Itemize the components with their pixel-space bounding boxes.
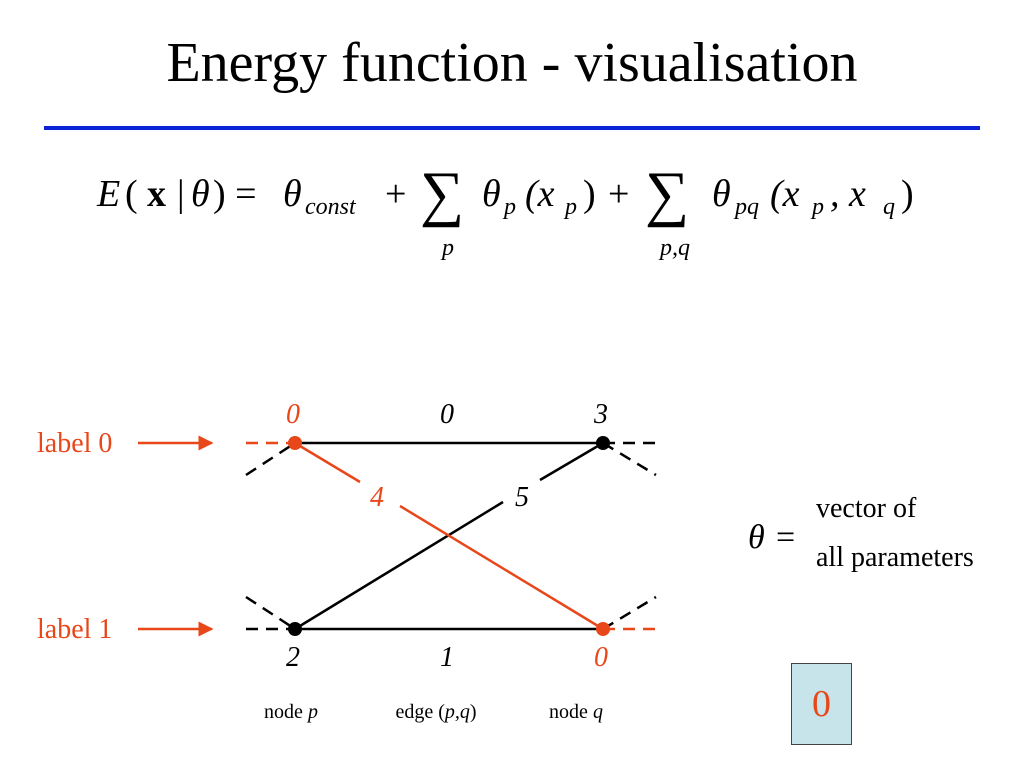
theta-def-line1: vector of bbox=[816, 493, 917, 524]
eq-theta-1: θ bbox=[191, 173, 210, 215]
edge-p1-q0-upper bbox=[539, 441, 604, 482]
parameter-values: 0 0 3 4 5 2 1 0 bbox=[286, 399, 608, 673]
eq-close-1: ) bbox=[583, 173, 596, 215]
node-p-label1 bbox=[288, 622, 302, 636]
eq-sum-index-pq: p,q bbox=[658, 235, 690, 261]
theta-def-line2: all parameters bbox=[816, 542, 974, 573]
edge-p0-q1-lower bbox=[399, 504, 604, 631]
value-node-p-label0: 0 bbox=[286, 399, 300, 430]
energy-equation: E ( x | θ ) = θ const + ∑ p θ p (x p ) +… bbox=[96, 160, 914, 261]
edge-p0-q1-upper bbox=[294, 441, 361, 484]
eq-open-x-1: (x bbox=[525, 173, 555, 215]
value-edge-10: 5 bbox=[515, 482, 529, 513]
value-node-q-label1: 0 bbox=[594, 642, 608, 673]
title-rule bbox=[44, 126, 980, 130]
eq-E: E bbox=[96, 173, 120, 215]
caption-edge: edge (p,q) bbox=[395, 701, 476, 723]
eq-plus-1: + bbox=[385, 173, 406, 215]
eq-sub-pq: pq bbox=[733, 194, 759, 220]
stub-q1-diag bbox=[602, 595, 657, 631]
eq-sum-1: ∑ bbox=[420, 160, 464, 228]
label-1: label 1 bbox=[37, 614, 112, 645]
eq-x: x bbox=[147, 173, 166, 215]
stub-p1-diag bbox=[245, 595, 296, 631]
energy-value-box: 0 bbox=[791, 663, 852, 745]
eq-sub-const: const bbox=[305, 194, 357, 220]
eq-sub-p-3: p bbox=[810, 194, 824, 220]
eq-theta-p: θ bbox=[482, 173, 501, 215]
edge-p1-q0-lower bbox=[294, 500, 504, 631]
theta-definition: θ = vector of all parameters bbox=[748, 493, 974, 573]
eq-sub-q: q bbox=[883, 194, 895, 220]
value-edge-00: 0 bbox=[440, 399, 454, 430]
eq-rparen-eq: ) = bbox=[213, 173, 257, 215]
node-p-label0 bbox=[288, 436, 302, 450]
eq-theta-pq: θ bbox=[712, 173, 731, 215]
dashed-stubs bbox=[245, 441, 657, 631]
eq-comma-x: , x bbox=[830, 173, 866, 215]
eq-theta-const: θ bbox=[283, 173, 302, 215]
theta-symbol: θ bbox=[748, 519, 765, 556]
node-q-label0 bbox=[596, 436, 610, 450]
value-edge-01: 4 bbox=[370, 482, 384, 513]
eq-sub-p-2: p bbox=[563, 194, 577, 220]
stub-q0-diag bbox=[602, 441, 657, 477]
eq-sub-p-1: p bbox=[502, 194, 516, 220]
stub-p0-diag bbox=[245, 441, 296, 477]
node-q-label1 bbox=[596, 622, 610, 636]
caption-node-q: node q bbox=[549, 701, 603, 723]
value-node-p-label1: 2 bbox=[286, 642, 300, 673]
eq-sum-index-p: p bbox=[440, 235, 454, 261]
eq-plus-2: + bbox=[608, 173, 629, 215]
eq-bar: | bbox=[177, 173, 185, 215]
captions: node p edge (p,q) node q bbox=[264, 701, 603, 723]
eq-open-x-2: (x bbox=[770, 173, 800, 215]
value-node-q-label0: 3 bbox=[593, 399, 608, 430]
value-edge-11: 1 bbox=[440, 642, 454, 673]
theta-equals: = bbox=[776, 519, 795, 556]
caption-node-p: node p bbox=[264, 701, 318, 723]
eq-close-2: ) bbox=[901, 173, 914, 215]
eq-lparen: ( bbox=[125, 173, 138, 215]
slide-title: Energy function - visualisation bbox=[166, 32, 858, 94]
eq-sum-2: ∑ bbox=[645, 160, 689, 228]
label-0: label 0 bbox=[37, 428, 112, 459]
